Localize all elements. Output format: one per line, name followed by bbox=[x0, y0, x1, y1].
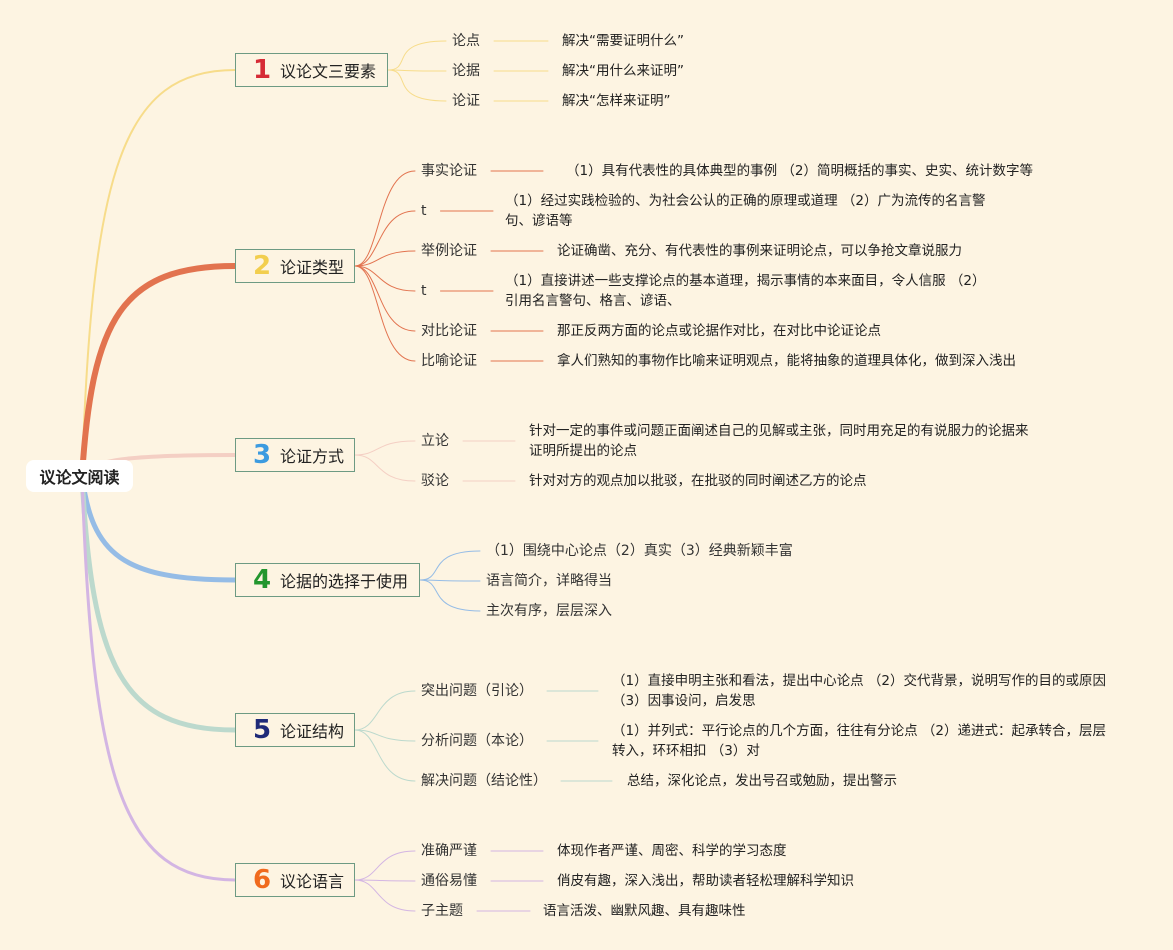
child-connector bbox=[354, 265, 416, 332]
topic-label[interactable]: 事实论证 bbox=[421, 163, 477, 179]
branch-label: 论证方式 bbox=[280, 447, 345, 466]
detail-text[interactable]: 拿人们熟知的事物作比喻来证明观点，能将抽象的道理具体化，做到深入浅出 bbox=[557, 353, 1016, 369]
topic-label[interactable]: （1）围绕中心论点（2）真实（3）经典新颖丰富 bbox=[486, 543, 793, 559]
detail-text[interactable]: 总结，深化论点，发出号召或勉励，提出警示 bbox=[627, 773, 897, 789]
topic-label[interactable]: t bbox=[421, 203, 427, 219]
child-connector bbox=[354, 265, 416, 362]
branch-number: 5 bbox=[252, 715, 272, 745]
topic-label[interactable]: 举例论证 bbox=[421, 243, 477, 259]
branch-label: 论证类型 bbox=[280, 258, 345, 277]
detail-text[interactable]: 体现作者严谨、周密、科学的学习态度 bbox=[557, 843, 787, 859]
topic-label[interactable]: 论据 bbox=[452, 63, 480, 79]
branch-node[interactable]: 4 论据的选择于使用 bbox=[235, 563, 420, 597]
branch-label: 论据的选择于使用 bbox=[280, 572, 409, 591]
branch-node[interactable]: 3 论证方式 bbox=[235, 438, 355, 472]
topic-label[interactable]: 论点 bbox=[452, 33, 480, 49]
detail-text[interactable]: （1）经过实践检验的、为社会公认的正确的原理或道理 （2）广为流传的名言警句、谚… bbox=[505, 193, 986, 229]
topic-label[interactable]: 驳论 bbox=[421, 473, 449, 489]
child-connector bbox=[354, 850, 416, 881]
branch-number: 3 bbox=[252, 440, 272, 470]
branch-connector bbox=[79, 263, 238, 479]
topic-label[interactable]: 准确严谨 bbox=[421, 843, 477, 859]
child-connector bbox=[354, 170, 416, 267]
child-connector bbox=[354, 729, 416, 782]
detail-text[interactable]: 俏皮有趣，深入浅出，帮助读者轻松理解科学知识 bbox=[557, 873, 854, 889]
detail-text[interactable]: 针对对方的观点加以批驳，在批驳的同时阐述乙方的论点 bbox=[529, 473, 867, 489]
branch-connector bbox=[79, 473, 238, 583]
detail-text[interactable]: （1）直接讲述一些支撑论点的基本道理，揭示事情的本来面目，令人信服 （2）引用名… bbox=[505, 273, 986, 309]
root-label: 议论文阅读 bbox=[39, 468, 120, 487]
detail-text[interactable]: 论证确凿、充分、有代表性的事例来证明论点，可以争抢文章说服力 bbox=[557, 243, 962, 259]
detail-text[interactable]: 针对一定的事件或问题正面阐述自己的见解或主张，同时用充足的有说服力的论据来证明所… bbox=[529, 423, 1029, 459]
child-connector bbox=[354, 440, 416, 456]
branch-number: 1 bbox=[252, 55, 272, 85]
topic-label[interactable]: 比喻论证 bbox=[421, 353, 477, 369]
child-connector bbox=[354, 210, 416, 267]
child-connector bbox=[354, 250, 416, 267]
branch-node[interactable]: 6 议论语言 bbox=[235, 863, 355, 897]
branch-node[interactable]: 1 议论文三要素 bbox=[235, 53, 388, 87]
branch-label: 论证结构 bbox=[280, 722, 345, 741]
branch-connector bbox=[81, 69, 236, 477]
child-connector bbox=[387, 40, 447, 71]
child-connector bbox=[419, 579, 481, 582]
topic-label[interactable]: 语言简介，详略得当 bbox=[486, 573, 612, 589]
child-connector bbox=[354, 879, 416, 912]
child-connector bbox=[354, 879, 416, 882]
topic-label[interactable]: 论证 bbox=[452, 93, 480, 109]
branch-connector bbox=[79, 473, 238, 733]
detail-text[interactable]: （1）具有代表性的具体典型的事例 （2）简明概括的事实、史实、统计数字等 bbox=[566, 163, 1033, 179]
root-node[interactable]: 议论文阅读 bbox=[26, 460, 133, 492]
detail-text[interactable]: 那正反两方面的论点或论据作对比，在对比中论证论点 bbox=[557, 323, 881, 339]
branch-node[interactable]: 5 论证结构 bbox=[235, 713, 355, 747]
child-connector bbox=[354, 690, 416, 731]
topic-label[interactable]: 突出问题（引论） bbox=[421, 683, 533, 699]
child-connector bbox=[387, 69, 447, 102]
branch-node[interactable]: 2 论证类型 bbox=[235, 249, 355, 283]
child-connector bbox=[419, 550, 481, 581]
branch-number: 6 bbox=[252, 865, 272, 895]
branch-number: 2 bbox=[252, 251, 272, 281]
child-connector bbox=[354, 729, 416, 742]
detail-text[interactable]: 解决“需要证明什么” bbox=[562, 33, 684, 49]
branch-label: 议论文三要素 bbox=[280, 62, 377, 81]
topic-label[interactable]: 子主题 bbox=[421, 903, 463, 919]
branch-label: 议论语言 bbox=[280, 872, 345, 891]
topic-label[interactable]: 主次有序，层层深入 bbox=[486, 603, 612, 619]
child-connector bbox=[354, 454, 416, 482]
topic-label[interactable]: 立论 bbox=[421, 433, 449, 449]
topic-label[interactable]: 对比论证 bbox=[421, 323, 477, 339]
detail-text[interactable]: 语言活泼、幽默风趣、具有趣味性 bbox=[543, 903, 746, 919]
topic-label[interactable]: 分析问题（本论） bbox=[421, 733, 533, 749]
child-connector bbox=[354, 265, 416, 292]
child-connector bbox=[419, 579, 481, 612]
child-connector bbox=[387, 69, 447, 72]
detail-text[interactable]: （1）并列式：平行论点的几个方面，往往有分论点 （2）递进式：起承转合，层层转入… bbox=[612, 723, 1106, 759]
detail-text[interactable]: 解决“用什么来证明” bbox=[562, 63, 684, 79]
detail-text[interactable]: 解决“怎样来证明” bbox=[562, 93, 671, 109]
branch-number: 4 bbox=[252, 565, 272, 595]
branch-connector bbox=[80, 474, 237, 882]
topic-label[interactable]: t bbox=[421, 283, 427, 299]
topic-label[interactable]: 解决问题（结论性） bbox=[421, 773, 547, 789]
topic-label[interactable]: 通俗易懂 bbox=[421, 873, 477, 889]
detail-text[interactable]: （1）直接申明主张和看法，提出中心论点 （2）交代背景，说明写作的目的或原因 （… bbox=[612, 673, 1106, 709]
